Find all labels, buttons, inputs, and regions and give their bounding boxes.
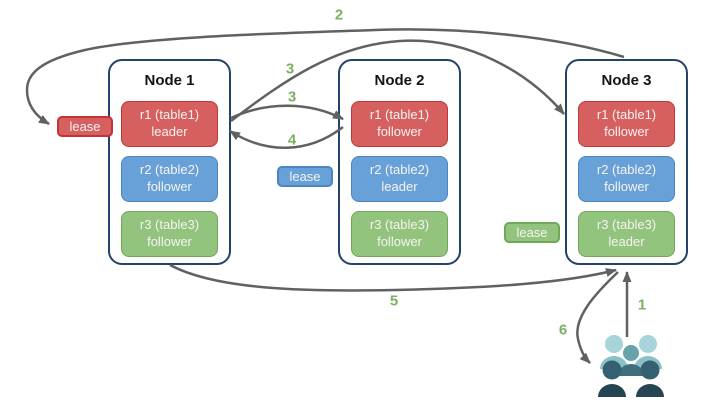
lease-badge-r2: lease (277, 166, 333, 187)
replica-role: follower (377, 124, 422, 139)
replica-role: follower (147, 179, 192, 194)
node-1: Node 1 r1 (table1) leader r2 (table2) fo… (108, 59, 231, 265)
node3-replica-r2: r2 (table2) follower (578, 156, 675, 202)
step-label-3a: 3 (285, 60, 295, 78)
replica-role: leader (381, 179, 418, 194)
replica-role: follower (604, 124, 649, 139)
lease-badge-r3: lease (504, 222, 560, 243)
replica-range: r1 (table1) (139, 107, 200, 123)
node-title: Node 1 (144, 72, 195, 89)
replica-range: r3 (table3) (596, 217, 657, 233)
arrow-step6-response (576, 271, 619, 364)
node1-replica-r3: r3 (table3) follower (121, 211, 218, 257)
replica-range: r1 (table1) (596, 107, 657, 123)
node-3: Node 3 r1 (table1) follower r2 (table2) … (565, 59, 688, 265)
replica-range: r1 (table1) (369, 107, 430, 123)
node2-replica-r2: r2 (table2) leader (351, 156, 448, 202)
step-label-3b: 3 (287, 88, 297, 106)
lease-badge-r1: lease (57, 116, 113, 137)
step-label-6: 6 (558, 321, 568, 339)
node2-replica-r3: r3 (table3) follower (351, 211, 448, 257)
replica-range: r3 (table3) (139, 217, 200, 233)
step-label-5: 5 (389, 292, 399, 310)
replica-role: leader (151, 124, 188, 139)
replica-role: follower (147, 234, 192, 249)
step-label-2: 2 (334, 6, 344, 24)
replica-role: follower (377, 234, 422, 249)
node-title: Node 3 (601, 72, 652, 89)
node-2: Node 2 r1 (table1) follower r2 (table2) … (338, 59, 461, 265)
node-title: Node 2 (374, 72, 425, 89)
step-label-4: 4 (287, 131, 297, 149)
arrow-step4-ack (229, 126, 344, 149)
replica-role: leader (608, 234, 645, 249)
node3-replica-r3: r3 (table3) leader (578, 211, 675, 257)
arrow-step5-commit (169, 263, 617, 292)
node1-replica-r1: r1 (table1) leader (121, 101, 218, 147)
replica-range: r3 (table3) (369, 217, 430, 233)
step-label-1: 1 (637, 296, 647, 314)
arrow-step3-to-node2 (230, 104, 344, 121)
node1-replica-r2: r2 (table2) follower (121, 156, 218, 202)
replica-role: follower (604, 179, 649, 194)
node3-replica-r1: r1 (table1) follower (578, 101, 675, 147)
node2-replica-r1: r1 (table1) follower (351, 101, 448, 147)
people-group-icon (598, 335, 664, 397)
replica-range: r2 (table2) (139, 162, 200, 178)
replica-range: r2 (table2) (596, 162, 657, 178)
replica-range: r2 (table2) (369, 162, 430, 178)
